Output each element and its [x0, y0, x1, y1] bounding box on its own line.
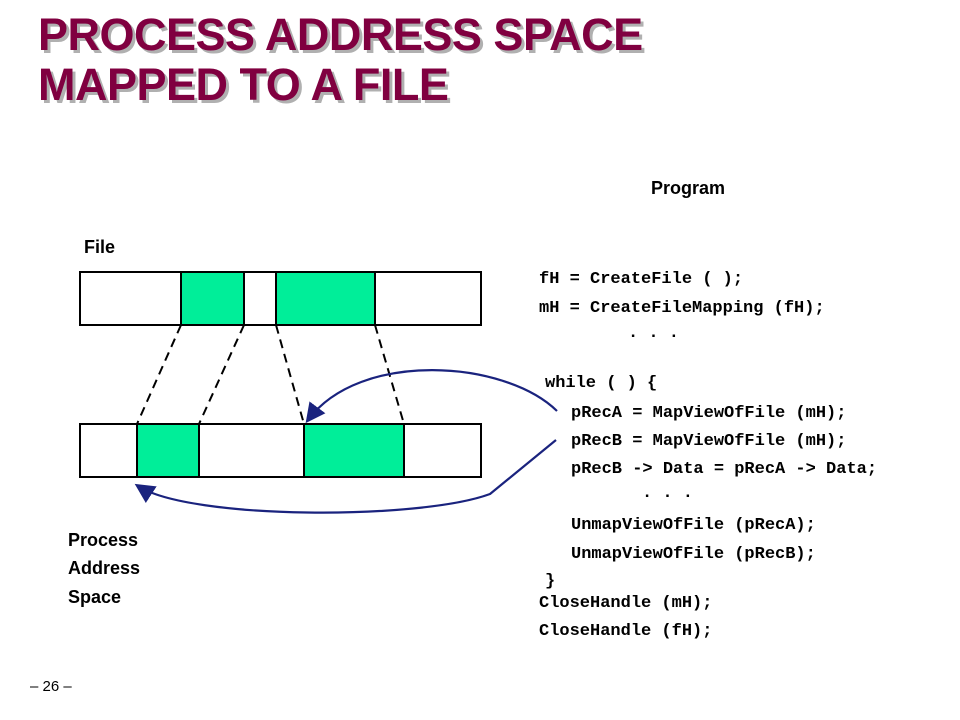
code-create-file: fH = CreateFile ( ); [539, 270, 744, 289]
file-region-2 [275, 271, 376, 326]
file-bar [79, 271, 482, 326]
slide-title: PROCESS ADDRESS SPACE MAPPED TO A FILE [38, 10, 643, 110]
code-ellipsis-2: . . . [642, 484, 694, 503]
arrow-to-region-a [134, 439, 557, 514]
code-unmap-a: UnmapViewOfFile (pRecA); [571, 516, 816, 535]
title-line-1: PROCESS ADDRESS SPACE [38, 9, 643, 60]
mapping-line-1 [136, 324, 182, 425]
arrow-to-region-b [305, 369, 558, 424]
mapping-line-2 [198, 324, 245, 425]
process-view-region-a [136, 423, 200, 478]
process-label-line-3: Space [68, 587, 122, 607]
code-ellipsis-1: . . . [628, 324, 680, 343]
process-label-line-2: Address [68, 558, 141, 578]
mapping-lines [136, 324, 405, 425]
file-region-1 [180, 271, 245, 326]
page-number: – 26 – [30, 678, 72, 695]
code-map-view-a: pRecA = MapViewOfFile (mH); [571, 404, 847, 423]
code-while-open: while ( ) { [545, 374, 658, 393]
code-unmap-b: UnmapViewOfFile (pRecB); [571, 545, 816, 564]
file-label: File [84, 237, 116, 257]
process-label-line-1: Process [68, 530, 139, 550]
code-copy-data: pRecB -> Data = pRecA -> Data; [571, 460, 878, 479]
process-view-region-b [303, 423, 405, 478]
code-close-handle-mh: CloseHandle (mH); [539, 594, 713, 613]
process-address-space-bar [79, 423, 482, 478]
title-line-2: MAPPED TO A FILE [38, 59, 449, 110]
code-map-view-b: pRecB = MapViewOfFile (mH); [571, 432, 847, 451]
code-create-file-mapping: mH = CreateFileMapping (fH); [539, 299, 825, 318]
code-close-handle-fh: CloseHandle (fH); [539, 622, 713, 641]
mapping-line-3 [275, 324, 305, 425]
code-while-close: } [545, 572, 556, 591]
program-label: Program [651, 178, 726, 198]
